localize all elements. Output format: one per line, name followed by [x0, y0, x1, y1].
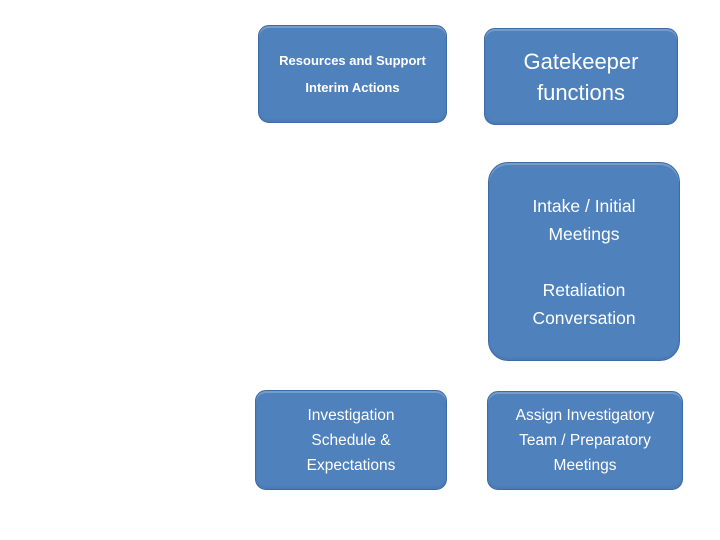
node-text-line: Retaliation [542, 279, 626, 300]
node-text-line: Intake / Initial [532, 195, 636, 216]
node-text-line: Schedule & [311, 431, 391, 449]
node-text-line: functions [536, 79, 626, 105]
node-text-line: Assign Investigatory [515, 407, 655, 424]
node-text-line: Investigation [307, 406, 395, 424]
node-gatekeeper-functions[interactable]: Gatekeeper functions [484, 28, 678, 125]
node-intake-retaliation[interactable]: Intake / Initial Meetings Retaliation Co… [488, 162, 680, 361]
node-text-line: Interim Actions [305, 80, 400, 95]
node-text-line: Conversation [532, 307, 636, 328]
node-text-line: Expectations [306, 456, 396, 474]
node-paragraph-intake: Intake / Initial Meetings [532, 192, 635, 248]
node-text-line: Meetings [553, 457, 617, 474]
node-text-line: Meetings [548, 223, 620, 244]
node-investigation-schedule[interactable]: Investigation Schedule & Expectations [255, 390, 447, 490]
node-paragraph-retaliation: Retaliation Conversation [532, 276, 635, 332]
node-text-line: Gatekeeper [523, 48, 639, 74]
node-text-line: Team / Preparatory [519, 432, 651, 449]
node-text-line: Resources and Support [279, 53, 426, 68]
node-assign-investigatory-team[interactable]: Assign Investigatory Team / Preparatory … [487, 391, 683, 490]
node-resources-and-support[interactable]: Resources and Support Interim Actions [258, 25, 447, 123]
